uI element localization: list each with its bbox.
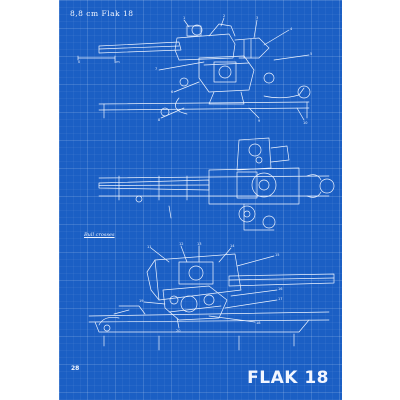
blueprint-title: 8,8 cm Flak 18: [70, 9, 134, 18]
svg-text:2: 2: [223, 14, 225, 18]
svg-text:18: 18: [256, 321, 260, 325]
svg-text:20: 20: [176, 329, 180, 333]
svg-text:5: 5: [310, 52, 312, 56]
svg-text:15: 15: [275, 253, 279, 257]
svg-text:12: 12: [179, 242, 183, 246]
svg-text:13: 13: [197, 242, 201, 246]
svg-text:11: 11: [147, 245, 151, 249]
side-elevation-view: [77, 17, 311, 121]
scale-start-label: 0: [78, 60, 81, 64]
svg-text:14: 14: [230, 244, 235, 248]
svg-text:19: 19: [139, 299, 143, 303]
gun-barrel-top: [98, 41, 182, 54]
svg-text:3: 3: [256, 16, 258, 20]
svg-text:7: 7: [155, 67, 157, 71]
blueprint-poster: 1 2 3 4 5 6 7 8 9 10 11 12 13 14 15 16 1…: [59, 0, 342, 400]
svg-text:16: 16: [278, 287, 282, 291]
scale-bar: [77, 55, 116, 61]
svg-text:6: 6: [171, 90, 173, 94]
svg-text:10: 10: [303, 121, 307, 125]
svg-text:8: 8: [158, 118, 160, 122]
svg-text:9: 9: [258, 119, 260, 123]
scale-end-label: 5m: [114, 60, 120, 64]
plan-view: [98, 137, 335, 231]
svg-text:17: 17: [278, 297, 282, 301]
breech-top: [174, 33, 236, 61]
blueprint-drawing: 1 2 3 4 5 6 7 8 9 10 11 12 13 14 15 16 1…: [77, 14, 335, 351]
page-number: 28: [71, 365, 80, 372]
svg-text:4: 4: [290, 27, 293, 31]
section-label: Bull crosses: [84, 232, 115, 238]
svg-text:1: 1: [183, 16, 185, 20]
cross-section-view: [88, 245, 335, 351]
poster-title: FLAK 18: [247, 368, 329, 388]
